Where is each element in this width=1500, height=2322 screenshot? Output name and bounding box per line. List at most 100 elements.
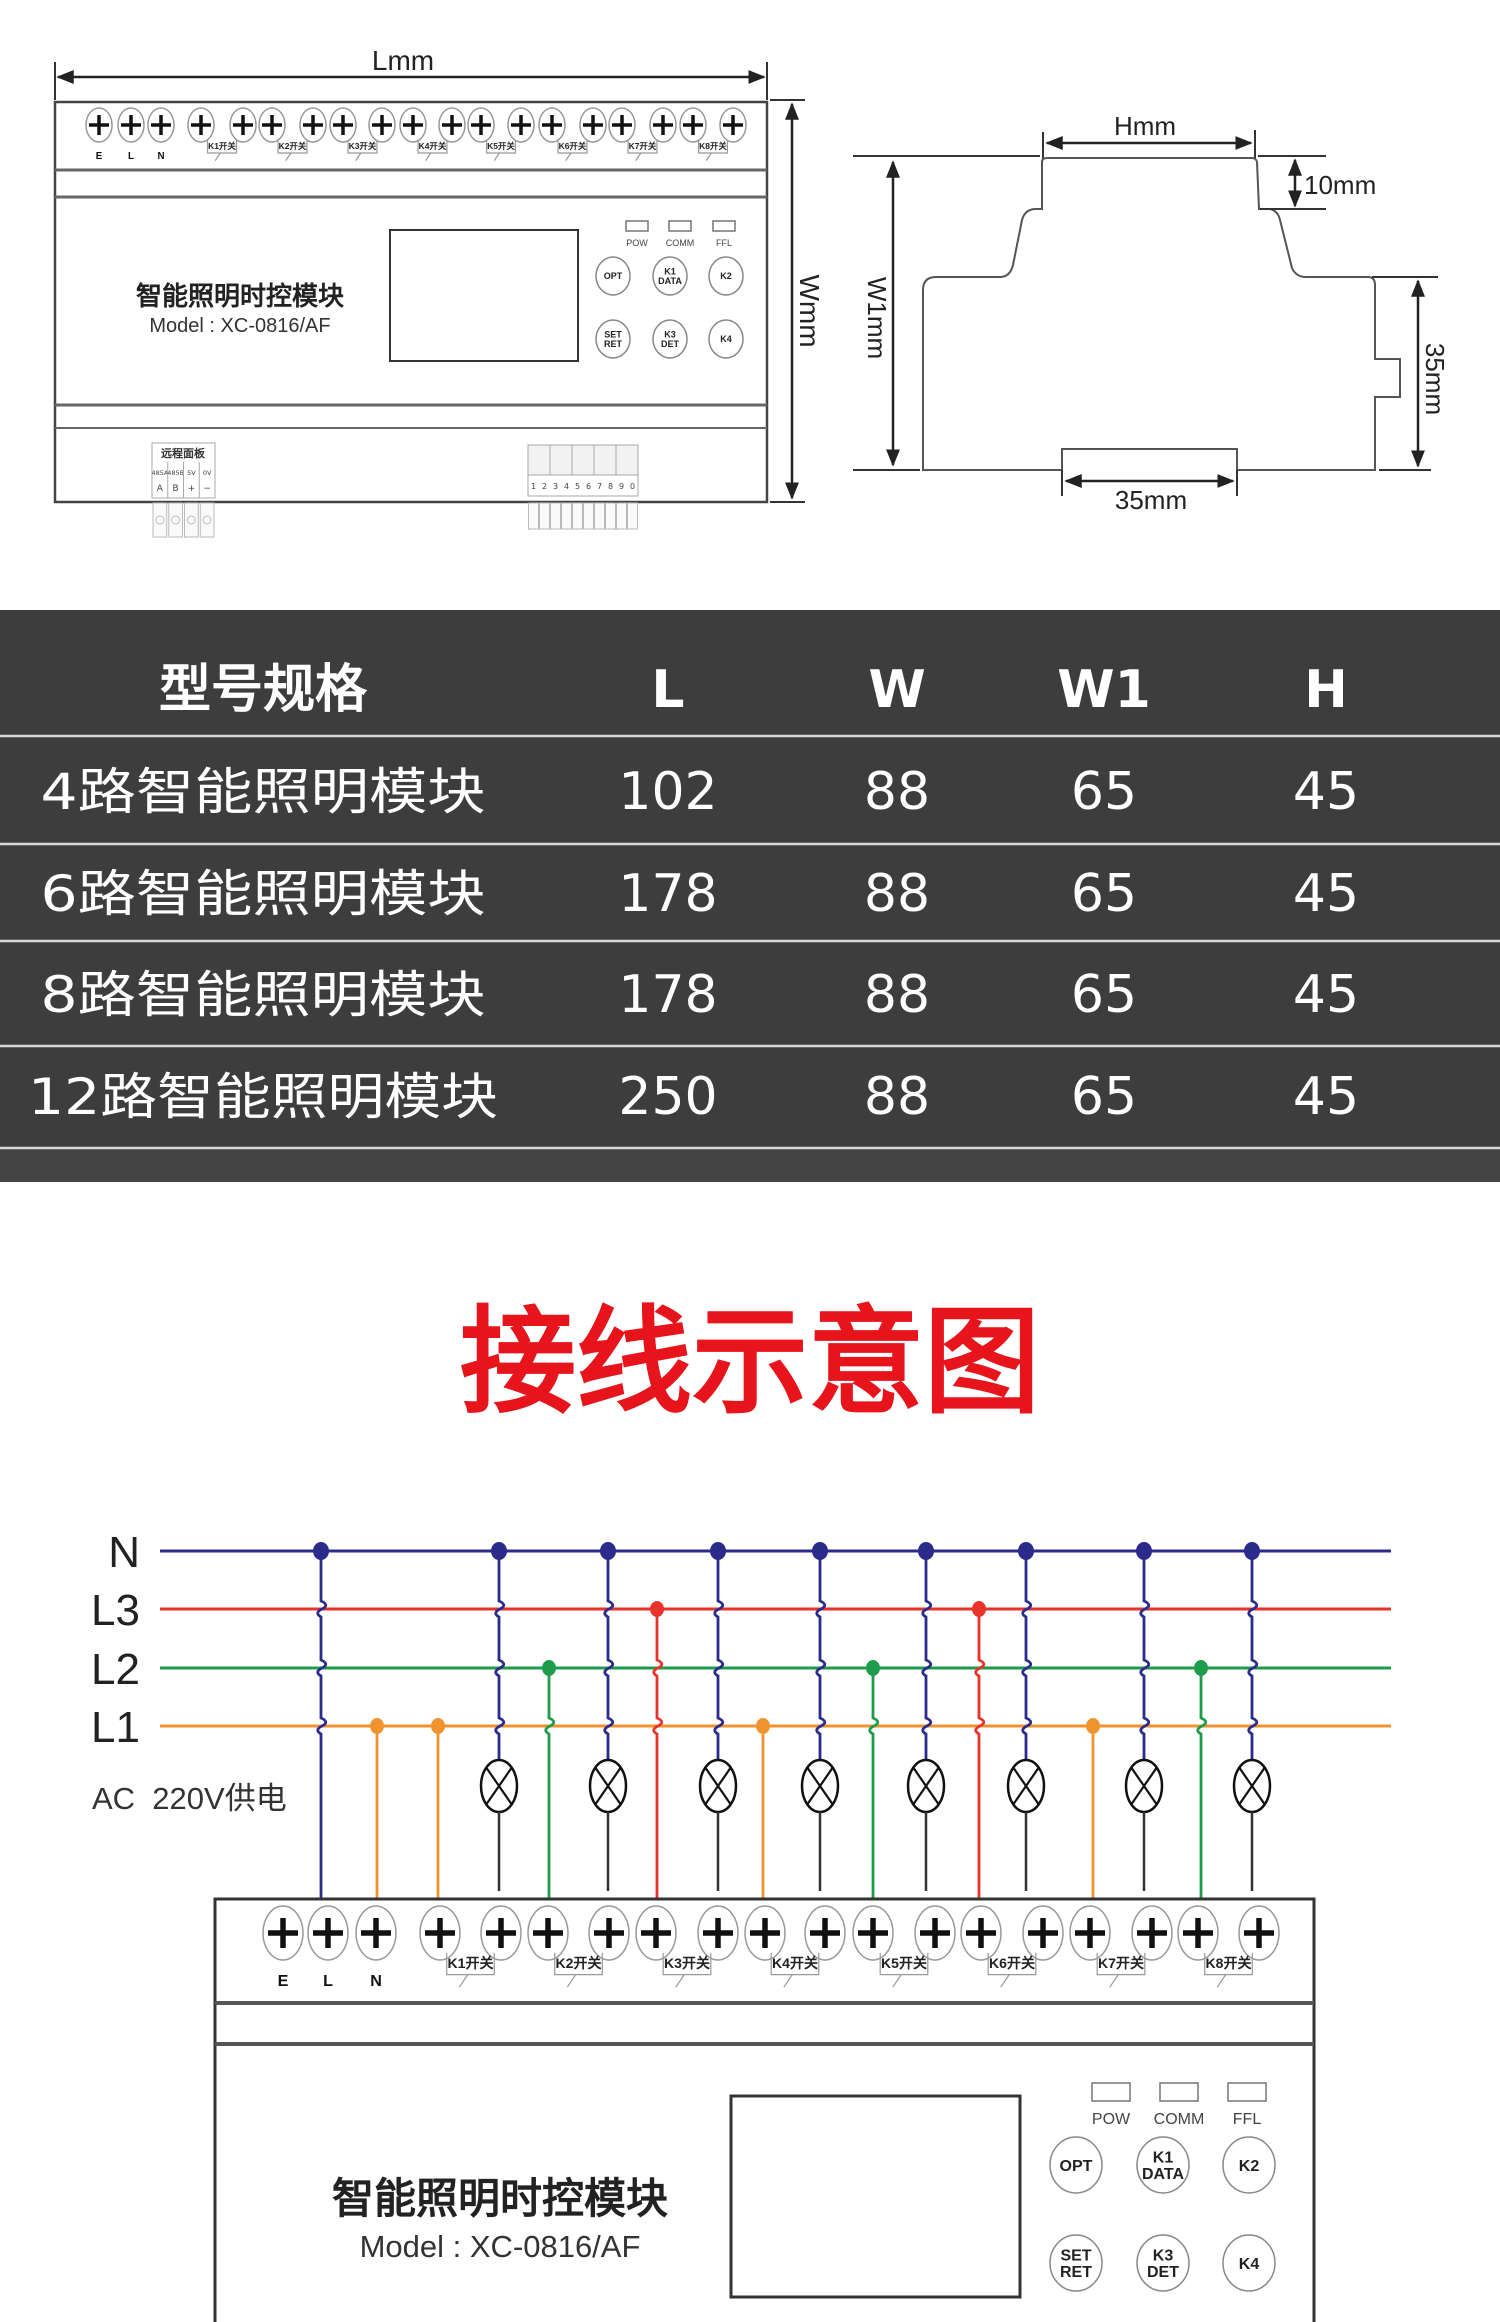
plug-pin	[199, 502, 215, 538]
lamp-icon	[800, 1758, 840, 1814]
switch-label-bracket	[697, 139, 729, 161]
table-cell: 178	[618, 864, 717, 924]
plug-pin	[168, 502, 183, 538]
panel-button-k2[interactable]: K2	[708, 256, 744, 296]
button-label: K4	[720, 334, 732, 344]
panel-button-k2[interactable]: K2	[1222, 2136, 1276, 2194]
io-pin-number: 7	[597, 482, 602, 491]
led-label: POW	[1092, 2111, 1131, 2128]
table-cell: 45	[1293, 864, 1359, 924]
screw-terminal	[438, 107, 466, 143]
junction-dot	[812, 1542, 828, 1560]
lamp-neutral-wire	[603, 1551, 615, 1760]
plug-pin	[627, 502, 638, 530]
button-label: K2	[720, 271, 732, 281]
panel-button-k4[interactable]: K4	[1222, 2234, 1276, 2292]
switch-label: K4开关	[419, 141, 447, 151]
io-pin-number: 9	[619, 482, 624, 491]
screw-terminal	[419, 1905, 461, 1961]
table-cell: 102	[618, 762, 717, 822]
w1-label: W1mm	[862, 277, 892, 359]
table-cell: 65	[1071, 762, 1137, 822]
screw-terminal	[649, 107, 677, 143]
terminal-label: E	[278, 1972, 289, 1990]
screw-cross-icon	[641, 1918, 671, 1948]
led-indicator	[668, 220, 692, 232]
screw-terminal	[719, 107, 747, 143]
plug-pin	[594, 502, 605, 530]
table-header-cell: W	[868, 660, 925, 720]
plug-screw	[155, 515, 165, 525]
switch-label: K6开关	[559, 141, 587, 151]
screw-terminal	[355, 1905, 397, 1961]
button-label: DATA	[658, 276, 682, 286]
screw-cross-icon	[533, 1918, 563, 1948]
plug-pin	[528, 502, 539, 530]
screw-cross-icon	[1028, 1918, 1058, 1948]
junction-dot	[600, 1542, 616, 1560]
table-cell: 250	[618, 1067, 717, 1127]
switch-label-bracket	[554, 1952, 603, 1988]
junction-dot	[1136, 1542, 1152, 1560]
pin-mark: −	[203, 484, 211, 494]
table-cell: 88	[864, 965, 930, 1025]
screw-terminal	[480, 1905, 522, 1961]
panel-button-opt[interactable]: OPT	[1049, 2136, 1103, 2194]
panel-button-opt[interactable]: OPT	[595, 256, 631, 296]
switch-label: K4开关	[772, 1955, 818, 1971]
pin-label: 485A	[151, 469, 168, 477]
module-title: 智能照明时控模块	[136, 281, 344, 312]
terminal-label: N	[370, 1972, 382, 1990]
io-group-header	[571, 444, 595, 476]
screw-terminal	[117, 107, 145, 143]
switch-label: K3开关	[664, 1955, 710, 1971]
remote-panel-title: 远程面板	[161, 446, 206, 460]
switch-label: K3开关	[349, 141, 377, 151]
pin-label: 5V	[187, 469, 196, 477]
supply-wire	[868, 1668, 880, 1899]
button-label: OPT	[1060, 2158, 1093, 2175]
screw-cross-icon	[1075, 1918, 1105, 1948]
io-pin-number: 3	[553, 482, 558, 491]
junction-dot	[370, 1718, 384, 1734]
plug-pin	[561, 502, 572, 530]
screw-terminal	[329, 107, 357, 143]
screw-terminal	[1131, 1905, 1173, 1961]
led-label: FFL	[1233, 2111, 1262, 2128]
button-label: RET	[604, 339, 623, 349]
switch-label: K1开关	[448, 1955, 494, 1971]
lamp-icon	[1006, 1758, 1046, 1814]
table-cell: 45	[1293, 762, 1359, 822]
screw-cross-icon	[703, 1918, 733, 1948]
plug-pin	[550, 502, 561, 530]
button-outline	[1222, 2136, 1276, 2194]
table-cell: 45	[1293, 1067, 1359, 1127]
pin-mark: B	[173, 484, 179, 494]
screw-terminal	[804, 1905, 846, 1961]
switch-label: K2开关	[279, 141, 307, 151]
plug-pin	[583, 502, 594, 530]
led-indicator	[625, 220, 649, 232]
screw-cross-icon	[920, 1918, 950, 1948]
button-label: K4	[1239, 2256, 1260, 2273]
panel-button-k4[interactable]: K4	[708, 319, 744, 359]
junction-dot	[710, 1542, 726, 1560]
screw-cross-icon	[1137, 1918, 1167, 1948]
io-pin-number: 2	[542, 482, 547, 491]
junction-dot	[431, 1718, 445, 1734]
lamp-cross	[594, 1767, 622, 1805]
io-pin-number: 1	[531, 482, 536, 491]
table-header-cell: L	[651, 660, 684, 720]
switch-label-bracket	[485, 139, 517, 161]
table-cell: 8路智能照明模块	[41, 966, 486, 1024]
